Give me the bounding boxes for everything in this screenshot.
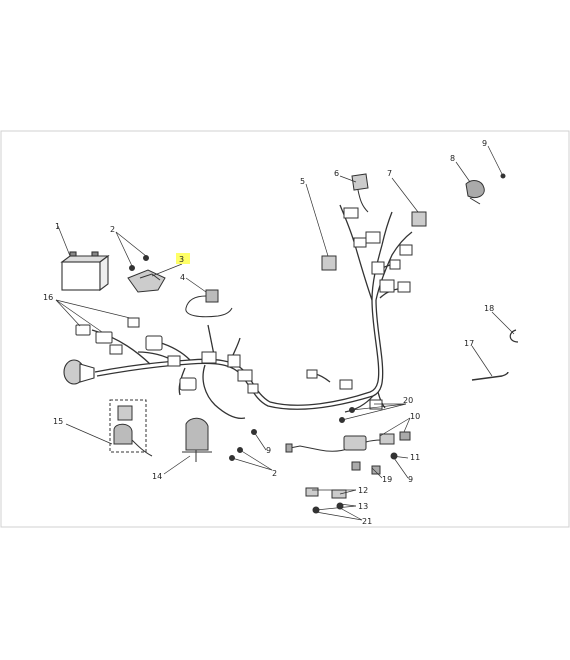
label-10: 10 [410, 412, 420, 421]
label-9-right: 9 [408, 475, 413, 484]
label-16: 16 [43, 293, 53, 302]
label-14: 14 [152, 472, 162, 481]
label-9-mid: 9 [266, 446, 271, 455]
part-18-clip [509, 329, 519, 343]
part-9-screw-top [500, 173, 506, 179]
label-7: 7 [387, 169, 392, 178]
label-6: 6 [334, 169, 339, 178]
label-9-top: 9 [482, 139, 487, 148]
label-19: 19 [382, 475, 392, 484]
label-5: 5 [300, 177, 305, 186]
battery [60, 251, 110, 292]
label-2-bottom: 2 [272, 469, 277, 478]
part-17-wire [471, 371, 509, 381]
ignition-coil [182, 417, 212, 462]
part-6-connector [351, 173, 369, 213]
label-13: 13 [358, 502, 368, 511]
label-4: 4 [180, 273, 185, 282]
diagram-border [0, 130, 570, 528]
switch-assembly [109, 399, 153, 457]
callout-labels: 1 2 3 4 5 6 7 8 9 16 18 17 15 14 2 9 20 … [43, 139, 494, 526]
label-20: 20 [403, 396, 413, 405]
label-1: 1 [55, 222, 60, 231]
leader-lines [55, 145, 515, 521]
label-2-top: 2 [110, 225, 115, 234]
label-12: 12 [358, 486, 368, 495]
harness-connectors [75, 207, 413, 410]
horn [63, 359, 95, 385]
label-17: 17 [464, 339, 474, 348]
lower-right-components [129, 255, 411, 514]
label-8: 8 [450, 154, 455, 163]
label-3: 3 [179, 255, 184, 264]
part-5-connector [321, 255, 337, 271]
label-15: 15 [53, 417, 63, 426]
label-11: 11 [410, 453, 420, 462]
highlight-box [176, 253, 190, 264]
part-7-relay [411, 211, 427, 227]
label-18: 18 [484, 304, 494, 313]
starter-relay [185, 289, 233, 318]
regulator [127, 269, 166, 293]
part-8-sensor [465, 180, 485, 205]
label-21: 21 [362, 517, 372, 526]
